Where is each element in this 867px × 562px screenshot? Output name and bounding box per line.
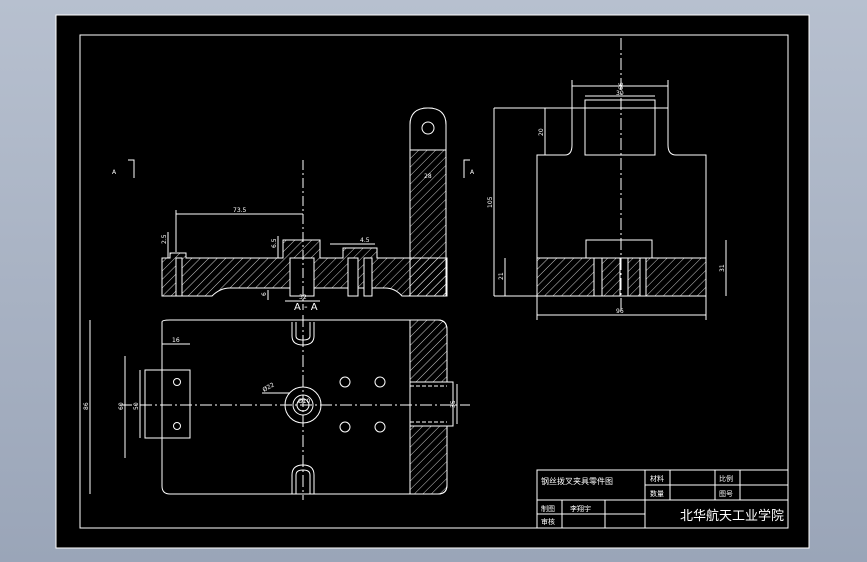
dim-105: 105 [487,196,494,208]
side-outline [536,107,707,259]
dim-2-5: 2.5 [161,234,168,244]
dim-31: 31 [719,264,726,272]
material-label: 材料 [650,474,664,483]
school-name: 北华航天工业学院 [680,508,784,524]
dim-16: 16 [172,337,180,344]
dim-66: 66 [618,82,625,90]
inner-border [79,34,789,529]
side-view [493,38,727,320]
title-block [536,469,789,529]
dim-50: 50 [133,402,140,410]
dim-96: 96 [616,308,624,315]
dim-phi-10: Ø10 [298,398,311,405]
dim-6: 6 [261,292,268,296]
dim-73-5: 73.5 [233,207,247,214]
dim-6-5: 6.5 [271,238,278,248]
section-label: A - A [294,302,318,313]
scale-label: 比例 [719,474,733,483]
dim-30: 30 [616,90,624,97]
drawing-no-label: 图号 [719,490,733,498]
dim-21: 21 [498,272,505,280]
drawn-label: 制图 [541,504,555,513]
dim-35: 35 [450,400,457,408]
section-marker-right: A [470,169,475,176]
drawer-name: 李翔宇 [570,504,591,513]
dim-32: 32 [299,294,307,301]
plan-view [89,315,470,500]
quantity-label: 数量 [650,489,664,498]
dim-28: 28 [424,173,432,180]
section-view [128,107,470,310]
dim-4-5: 4.5 [360,237,370,244]
dim-20: 20 [538,128,545,136]
section-marker-left: A [112,169,117,176]
dim-60: 60 [118,402,125,410]
checked-label: 审核 [541,517,555,526]
part-name: 钢丝拨叉夹具零件图 [541,476,613,486]
lever-pivot-hole [421,121,435,135]
dim-86: 86 [83,402,90,410]
left-clamp-block [144,369,191,439]
